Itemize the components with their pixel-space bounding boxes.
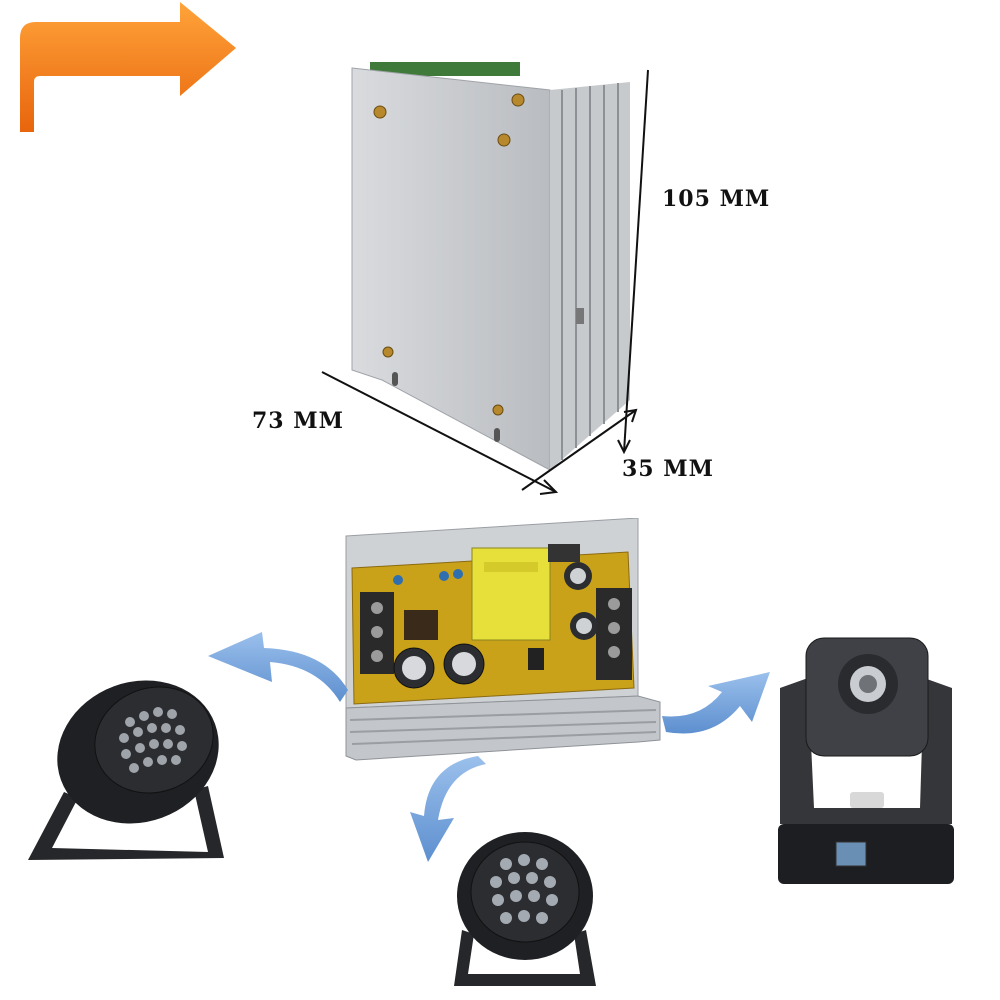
arrow-right-icon xyxy=(662,672,770,734)
width-dimension-label: 73 MM xyxy=(252,408,344,434)
height-dimension-label: 105 MM xyxy=(662,186,771,212)
arrow-down-icon xyxy=(410,756,486,862)
par-light-24-led xyxy=(28,680,224,860)
moving-head-light xyxy=(778,637,954,884)
orange-arrow-icon xyxy=(20,2,236,132)
heatsink-power-supply xyxy=(351,62,630,471)
arrow-left-icon xyxy=(208,632,348,702)
depth-dimension-label: 35 MM xyxy=(622,456,714,482)
power-supply-board xyxy=(345,518,661,761)
par-light-18-led xyxy=(454,832,596,986)
